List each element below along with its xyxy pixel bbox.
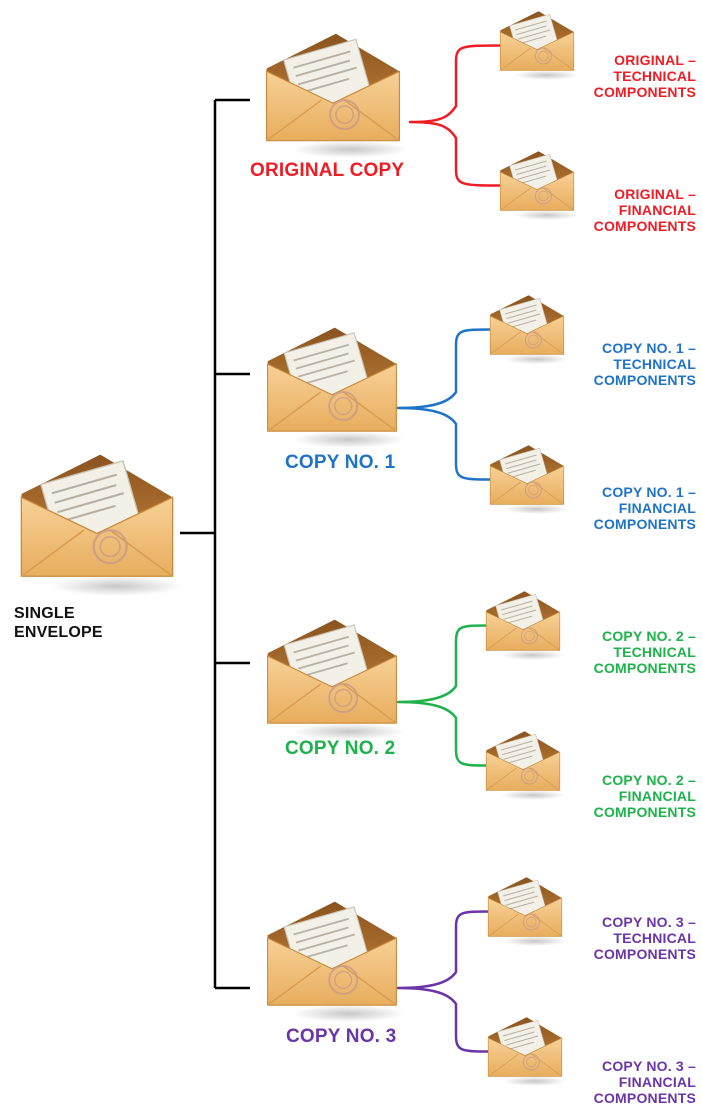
copy3-financial-label-line1: COPY NO. 3 – — [602, 1058, 696, 1074]
original-technical-envelope-icon — [499, 10, 578, 80]
copy1-financial-label-line3: COMPONENTS — [593, 516, 696, 532]
root-label-line2: ENVELOPE — [14, 624, 103, 641]
copy2-financial-label-line3: COMPONENTS — [593, 804, 696, 820]
copy3-technical-label-line2: TECHNICAL — [613, 930, 696, 946]
original-financial-label-line1: ORIGINAL – — [614, 186, 696, 202]
copy3-fork-line — [396, 910, 492, 1053]
copy2-financial-label-line2: FINANCIAL — [618, 788, 696, 804]
copy2-label: COPY NO. 2 — [285, 738, 396, 759]
copy1-financial-envelope-icon — [489, 444, 568, 514]
copy3-envelope-icon — [266, 900, 402, 1022]
copy3-label: COPY NO. 3 — [286, 1026, 397, 1047]
copy2-technical-label-line2: TECHNICAL — [613, 644, 696, 660]
original-fork-line — [408, 44, 504, 187]
copy1-technical-envelope-icon — [489, 294, 568, 364]
copy3-technical-label-line1: COPY NO. 3 – — [602, 914, 696, 930]
root-label-line1: SINGLE — [14, 605, 75, 622]
copy1-technical-label-line1: COPY NO. 1 – — [602, 340, 696, 356]
connector-lines — [180, 44, 504, 1053]
copy2-technical-label-line1: COPY NO. 2 – — [602, 628, 696, 644]
copy1-label: COPY NO. 1 — [285, 452, 396, 473]
original-technical-label-line2: TECHNICAL — [613, 68, 696, 84]
copy2-envelope-icon — [266, 618, 402, 740]
copy1-financial-label-line2: FINANCIAL — [618, 500, 696, 516]
original-technical-label-line1: ORIGINAL – — [614, 52, 696, 68]
original-financial-label-line3: COMPONENTS — [593, 218, 696, 234]
original-financial-label-line2: FINANCIAL — [618, 202, 696, 218]
copy3-technical-envelope-icon — [487, 876, 566, 946]
copy3-technical-label-line3: COMPONENTS — [593, 946, 696, 962]
copy3-financial-label-line3: COMPONENTS — [593, 1090, 696, 1106]
copy2-technical-envelope-icon — [485, 590, 564, 660]
copy2-technical-label-line3: COMPONENTS — [593, 660, 696, 676]
copy1-fork-line — [396, 328, 494, 481]
copy2-financial-envelope-icon — [485, 730, 564, 800]
root-label: SINGLE ENVELOPE — [14, 604, 103, 642]
copy2-fork-line — [396, 624, 490, 767]
copy1-technical-label-line2: TECHNICAL — [613, 356, 696, 372]
copy3-financial-label-line2: FINANCIAL — [618, 1074, 696, 1090]
original-label: ORIGINAL COPY — [250, 160, 405, 181]
copy1-technical-label-line3: COMPONENTS — [593, 372, 696, 388]
copy3-financial-envelope-icon — [487, 1016, 566, 1086]
copy2-financial-label-line1: COPY NO. 2 – — [602, 772, 696, 788]
copy1-financial-label-line1: COPY NO. 1 – — [602, 484, 696, 500]
original-envelope-icon — [265, 32, 408, 158]
copy1-envelope-icon — [266, 326, 402, 448]
original-financial-envelope-icon — [499, 150, 578, 220]
original-technical-label-line3: COMPONENTS — [593, 84, 696, 100]
root-envelope-icon — [20, 453, 182, 596]
